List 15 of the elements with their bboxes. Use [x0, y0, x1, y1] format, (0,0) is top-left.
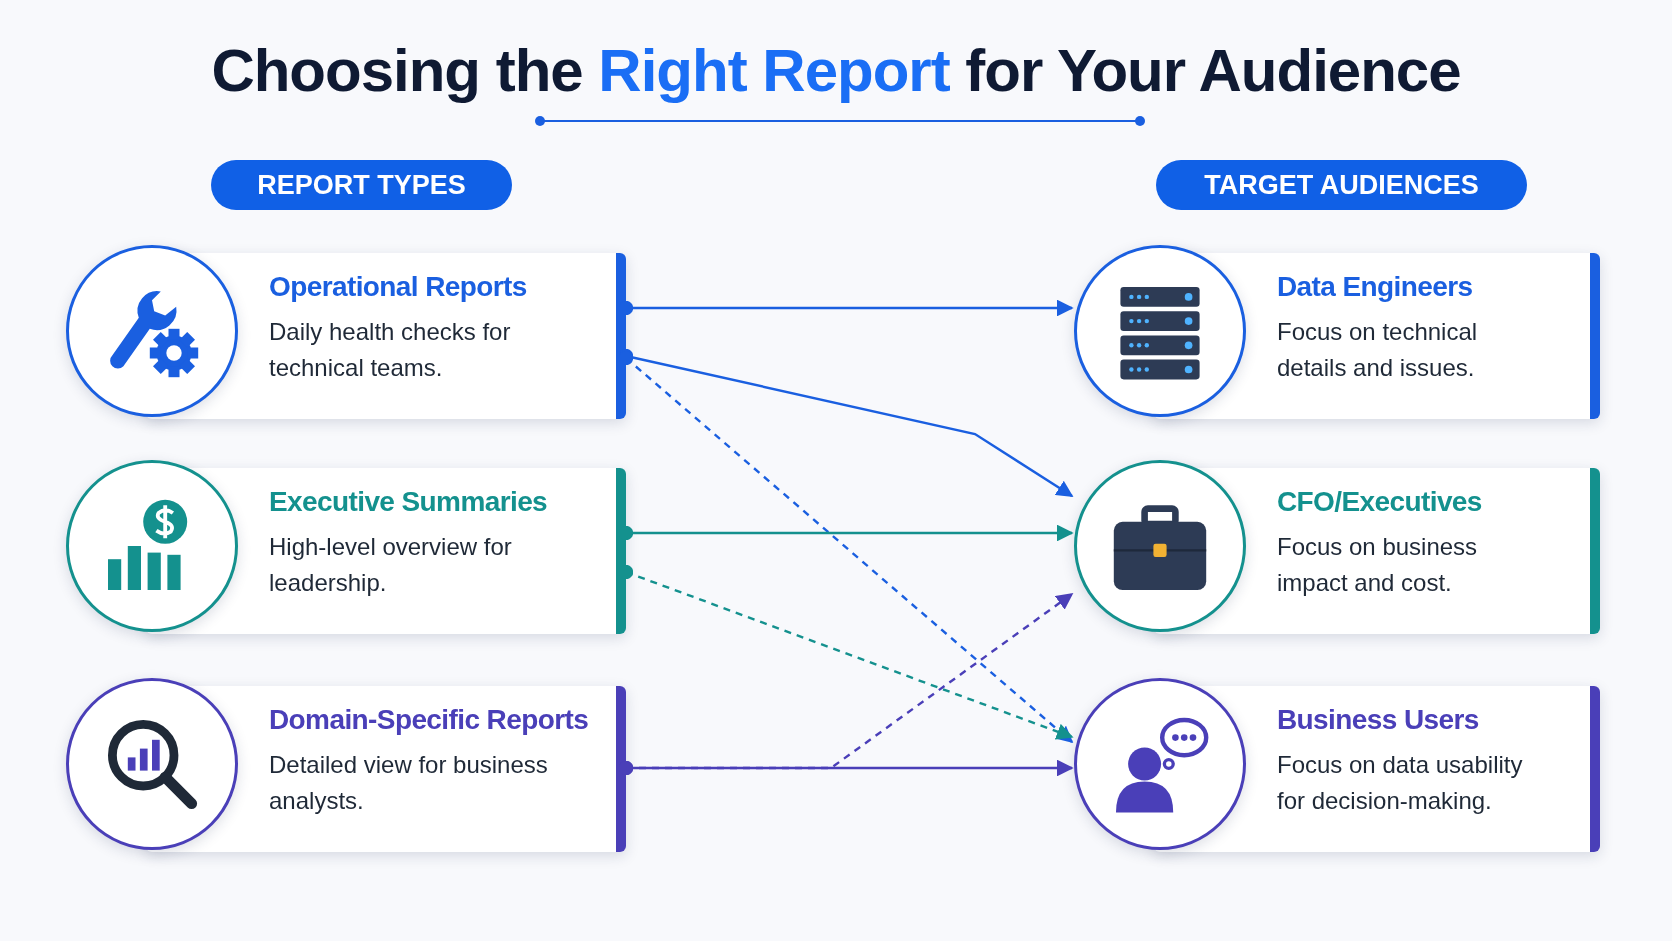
card-description: Daily health checks for technical teams.: [269, 317, 512, 383]
card-description: High-level overview for leadership.: [269, 532, 513, 598]
card-description: Focus on technical details and issues.: [1277, 317, 1479, 383]
card-heading: Executive Summaries: [269, 485, 549, 519]
card-heading: Business Users: [1277, 703, 1480, 737]
card-description: Focus on data usability for decision-making.: [1277, 750, 1524, 816]
title: Choosing the Right Report for Your Audience: [210, 36, 1462, 106]
card-heading: Data Engineers: [1277, 270, 1474, 304]
card-heading: Domain-Specific Reports: [269, 703, 590, 737]
card-heading: CFO/Executives: [1277, 485, 1483, 519]
section-pill: REPORT TYPES: [211, 160, 512, 210]
card-description: Focus on business impact and cost.: [1277, 532, 1479, 598]
card-description: Detailed view for business analysts.: [269, 750, 549, 816]
card-heading: Operational Reports: [269, 270, 528, 304]
section-pill: TARGET AUDIENCES: [1156, 160, 1527, 210]
